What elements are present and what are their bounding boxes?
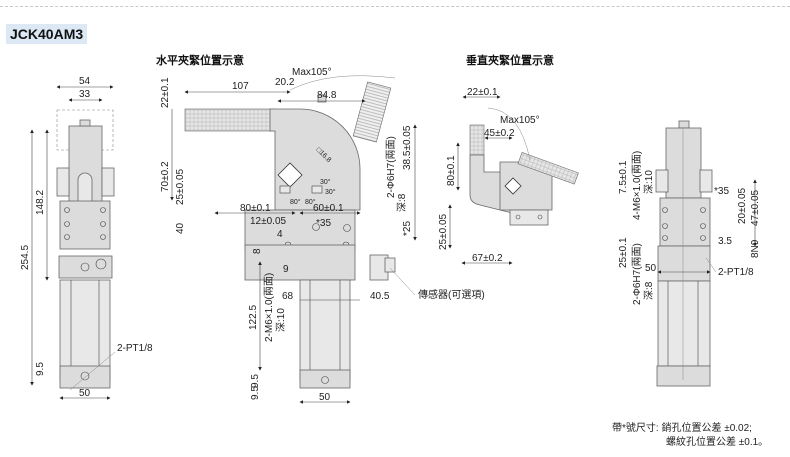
dim-12: 12±0.05 (250, 216, 287, 227)
side-base (656, 365, 711, 387)
dim-254-5: 254.5 (20, 245, 31, 270)
front-cylinder (59, 279, 111, 381)
vertical-clamp-title: 垂直夾緊位置示意 (466, 55, 554, 67)
front-view: 54 33 254.5 148.2 9.5 50 2-PT1/8 (20, 76, 153, 400)
dim-68: 68 (282, 291, 294, 302)
v-dim-45: 45±0.2 (484, 128, 515, 139)
top-divider (0, 6, 790, 7)
dim-50-h: 50 (319, 392, 331, 403)
side-clamp-body (659, 197, 711, 247)
front-head-block (58, 255, 113, 279)
handle-grip (184, 108, 276, 132)
horizontal-clamp-title: 水平夾緊位置示意 (156, 55, 244, 67)
front-base (59, 365, 111, 389)
side-dim-47: 47±0.05 (750, 189, 761, 226)
dim-4: 4 (277, 229, 283, 240)
tolerance-note-1: 帶*號尺寸: 銷孔位置公差 ±0.02; (612, 423, 752, 434)
v-max-angle: Max105° (500, 115, 540, 126)
port-label: 2-PT1/8 (117, 343, 153, 354)
dim-60: 60±0.1 (313, 203, 344, 214)
cylinder-base (299, 369, 351, 389)
thread-depth-label: 深:10 (275, 308, 287, 332)
dim-9: 9 (283, 264, 289, 275)
handle-grip-open (352, 81, 392, 143)
side-pin-label: 2-Φ6H7(兩面) (631, 243, 643, 305)
side-arm (665, 127, 702, 199)
angle-80b: 80° (305, 198, 316, 206)
clamp-arm-body (269, 108, 361, 211)
side-pin-depth: 深:8 (643, 281, 655, 300)
side-dim-50: 50 (645, 263, 657, 274)
side-dim-25: 25±0.1 (618, 237, 629, 268)
dim-9-5b: 9.5 (250, 386, 261, 400)
side-dim-3-5: 3.5 (718, 236, 732, 247)
dim-54: 54 (79, 76, 91, 87)
dim-22: 22±0.1 (160, 77, 171, 108)
v-dim-80: 80±0.1 (446, 155, 457, 186)
dim-70: 70±0.2 (160, 161, 171, 192)
side-dim-7-5: 7.5±0.1 (618, 160, 629, 194)
side-thread-depth: 深:10 (643, 170, 655, 194)
angle-30b: 30° (325, 188, 336, 196)
side-head-block (657, 245, 711, 282)
side-dim-8n9: 8N9 (750, 239, 761, 258)
dim-25b: *25 (402, 221, 413, 236)
cylinder (299, 279, 351, 381)
dim-25: 25±0.05 (175, 168, 186, 205)
v-dim-25: 25±0.05 (438, 213, 449, 250)
angle-80a: 80° (290, 198, 301, 206)
dim-148-2: 148.2 (35, 190, 46, 215)
dim-40-5: 40.5 (370, 291, 390, 302)
max-angle-h: Max105° (292, 67, 332, 78)
dim-9-5a: 9.5 (250, 374, 261, 388)
dim-84-8: 84.8 (317, 90, 337, 101)
square-drive (277, 162, 303, 188)
dim-8: 8 (252, 248, 263, 254)
v-dim-67: 67±0.2 (472, 253, 503, 264)
dim-35: *35 (316, 218, 331, 229)
side-dim-20: 20±0.05 (737, 187, 748, 224)
dim-9-5: 9.5 (35, 362, 46, 376)
model-badge: JCK40AM3 (6, 24, 88, 44)
dim-20-2: 20.2 (275, 77, 295, 88)
vertical-view: 22±0.1 Max105° 45±0.2 80±0.1 25±0.05 67±… (438, 87, 579, 265)
front-clamp-body (59, 200, 111, 250)
dim-38-5: 38.5±0.05 (402, 125, 413, 170)
side-cylinder (657, 280, 711, 367)
dim-50: 50 (79, 388, 91, 399)
dim-80: 80±0.1 (240, 203, 271, 214)
dim-33: 33 (79, 89, 91, 100)
front-pin-cap (79, 119, 91, 127)
side-port-label: 2-PT1/8 (718, 267, 754, 278)
dim-107: 107 (232, 81, 249, 92)
horizontal-view: Max105° 20.2 107 84.8 22±0.1 70±0.2 25±0… (160, 67, 485, 404)
dim-40: 40 (175, 222, 186, 234)
v-handle-grip (469, 124, 485, 156)
thread-hole-label: 2-M6×1.0(兩面) (263, 273, 275, 342)
side-dim-35: *35 (714, 186, 729, 197)
sensor-label: 傳感器(可選項) (418, 288, 485, 301)
angle-30a: 30° (320, 178, 331, 186)
side-view: 4-M6×1.0(兩面) 深:10 7.5±0.1 *35 20±0.05 47… (618, 120, 761, 387)
front-clamp-ghost (56, 109, 114, 151)
head-block (244, 244, 356, 281)
pin-depth-label: 深:8 (396, 193, 408, 212)
dim-122-5: 122.5 (248, 305, 259, 330)
pin-hole-label: 2-Φ6H7(兩面) (385, 136, 397, 198)
v-dim-22: 22±0.1 (467, 87, 498, 98)
tolerance-note-2: 螺紋孔位置公差 ±0.1。 (666, 437, 769, 448)
side-thread-label: 4-M6×1.0(兩面) (631, 151, 643, 220)
